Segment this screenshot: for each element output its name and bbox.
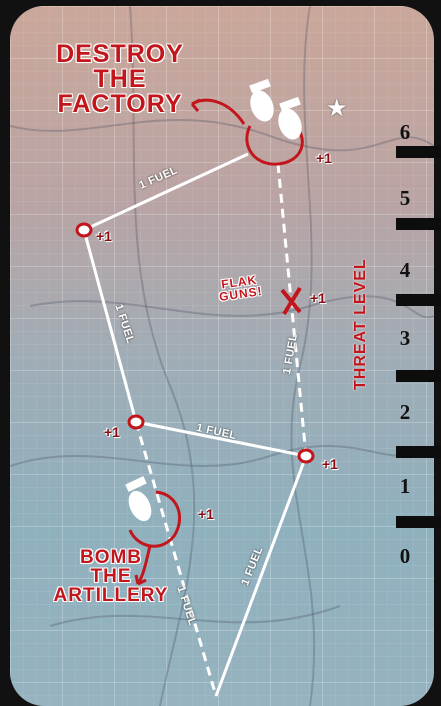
threat-tick	[396, 516, 441, 528]
threat-tick	[396, 146, 441, 158]
target-circle-icon	[190, 98, 304, 166]
bomb-icon	[125, 476, 152, 522]
mission-title-factory: DESTROY THE FACTORY	[50, 42, 190, 117]
dashed-route-lines	[134, 163, 308, 697]
map-grid	[10, 6, 434, 706]
threat-level-label: THREAT LEVEL	[352, 258, 369, 390]
threat-level-5: 5	[399, 186, 411, 210]
mission-title-factory-text: DESTROY THE FACTORY	[56, 40, 184, 118]
threat-level-3: 3	[399, 326, 411, 350]
mission-title-artillery: BOMB THE ARTILLERY	[36, 548, 186, 605]
threat-bonus: +1	[198, 506, 214, 522]
bomb-icon	[249, 78, 302, 140]
mission-title-artillery-text: BOMB THE ARTILLERY	[53, 547, 169, 606]
target-circle-icon	[128, 490, 182, 586]
threat-bonus: +1	[310, 290, 326, 306]
threat-tick	[396, 370, 441, 382]
mission-card: ★	[10, 6, 434, 706]
map-routes	[10, 6, 434, 706]
threat-level-4: 4	[399, 258, 411, 282]
waypoints	[75, 222, 315, 464]
star-icon: ★	[326, 94, 348, 122]
threat-tick	[396, 218, 441, 230]
threat-bonus: +1	[322, 456, 338, 472]
threat-bonus: +1	[316, 150, 332, 166]
threat-level-6: 6	[399, 120, 411, 144]
threat-tick	[396, 446, 441, 458]
flak-x-icon	[280, 286, 302, 316]
threat-level-0: 0	[399, 544, 411, 568]
threat-level-2: 2	[399, 400, 411, 424]
threat-bonus: +1	[96, 228, 112, 244]
threat-tick	[396, 294, 441, 306]
threat-level-1: 1	[399, 474, 411, 498]
threat-bonus: +1	[104, 424, 120, 440]
route-lines	[82, 152, 308, 697]
